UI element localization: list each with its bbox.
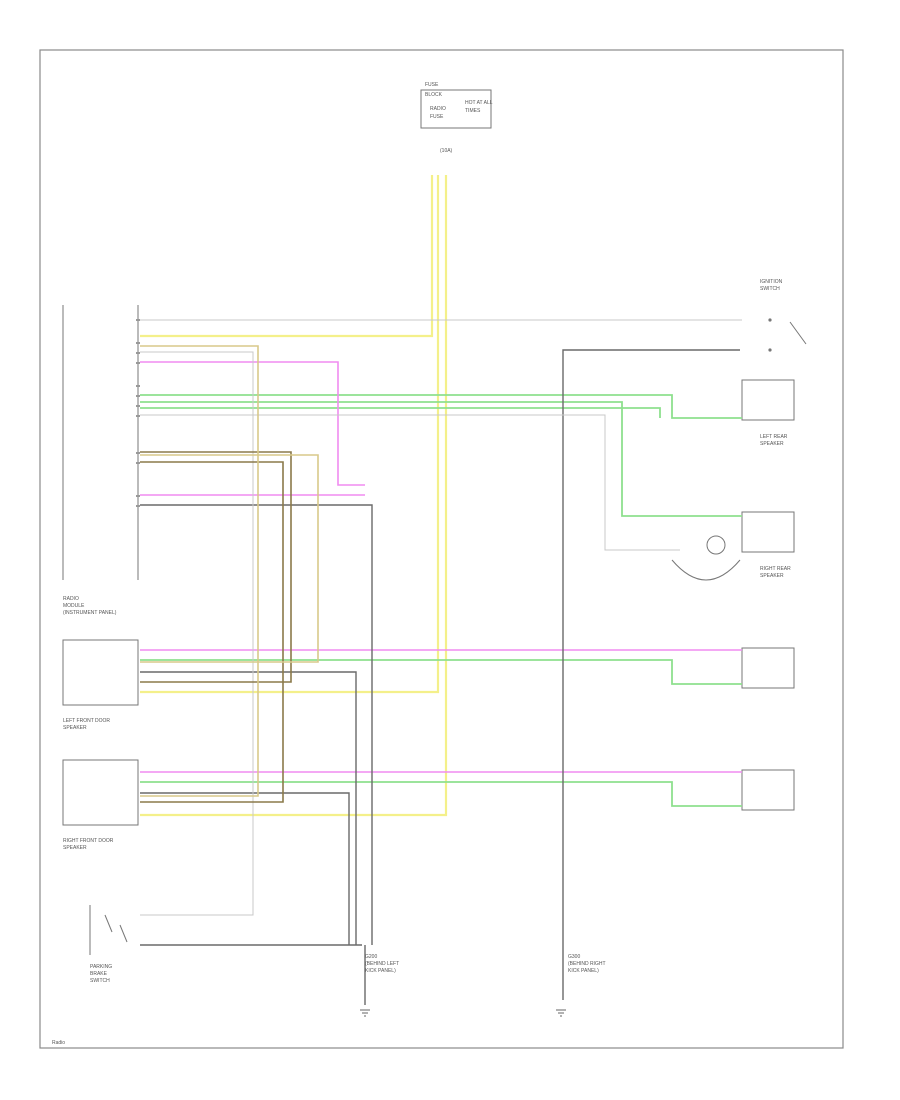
pin	[136, 452, 140, 454]
speaker-magnet-icon	[741, 647, 795, 689]
wire-gray	[140, 414, 680, 551]
wire-green	[140, 407, 661, 418]
left-rear-speaker-label-2: SPEAKER	[760, 441, 784, 447]
fuse-block-label: FUSE	[425, 82, 439, 88]
left-rear-speaker-label: LEFT REAR	[760, 434, 788, 440]
wire-tan	[140, 345, 259, 797]
right-front-speaker-label-2: SPEAKER	[63, 845, 87, 851]
radio-module: RADIO MODULE (INSTRUMENT PANEL)	[62, 305, 140, 616]
ground-left-label-2: (BEHIND LEFT	[365, 961, 399, 967]
wires-black	[140, 349, 740, 1005]
wires-gray	[140, 319, 742, 916]
fuse-block: FUSE BLOCK RADIO FUSE HOT AT ALL TIMES (…	[420, 82, 493, 154]
wire-black	[140, 792, 350, 945]
ground-right-label: G300	[568, 954, 580, 960]
pin	[136, 342, 140, 344]
wire-pink	[140, 361, 365, 486]
wires-yellow	[140, 175, 448, 817]
left-front-door-speaker: LEFT FRONT DOOR SPEAKER	[62, 639, 139, 731]
pin	[136, 362, 140, 364]
right-switch-blade	[789, 321, 807, 345]
left-switch: PARKING BRAKE SWITCH	[89, 905, 128, 984]
wire-yellow	[140, 175, 440, 694]
wires-brown	[140, 451, 292, 803]
ground-left-label: G200	[365, 954, 377, 960]
wire-brown	[140, 461, 284, 803]
fuse-rating-label: (10A)	[440, 148, 453, 154]
pin	[136, 405, 140, 407]
radio-fuse-label-2: FUSE	[430, 114, 444, 120]
speaker-cone-icon	[706, 535, 726, 555]
left-switch-contact-2	[119, 924, 128, 943]
pin	[136, 352, 140, 354]
wire-green	[140, 781, 742, 807]
right-front-speaker-label: RIGHT FRONT DOOR	[63, 838, 114, 844]
wires-tan	[140, 345, 319, 797]
wires-pink	[140, 361, 742, 773]
radio-module-label-2: MODULE	[63, 603, 85, 609]
ground-symbol-icon	[556, 1009, 566, 1017]
radio-module-label: RADIO	[63, 596, 79, 602]
left-switch-label: PARKING	[90, 964, 112, 970]
ground-right-label-3: KICK PANEL)	[568, 968, 599, 974]
pin	[136, 462, 140, 464]
wire-black	[140, 504, 373, 945]
pin	[136, 385, 140, 387]
left-switch-label-2: BRAKE	[90, 971, 108, 977]
left-switch-contact	[104, 914, 113, 933]
fuse-block-box	[420, 89, 492, 129]
fuse-block-label-2: BLOCK	[425, 92, 443, 98]
ground-right-label-2: (BEHIND RIGHT	[568, 961, 606, 967]
wire-black	[562, 349, 740, 1000]
pin	[136, 495, 140, 497]
speaker-bracket	[671, 559, 741, 581]
right-switch-label: IGNITION	[760, 279, 783, 285]
right-speakers: LEFT REAR SPEAKER RIGHT REAR SPEAKER	[741, 379, 795, 811]
right-rear-speaker-label: RIGHT REAR	[760, 566, 791, 572]
switch-contact-icon	[768, 348, 772, 352]
right-front-speaker-box	[62, 759, 139, 826]
pin	[136, 395, 140, 397]
switch-contact-icon	[768, 318, 772, 322]
right-front-door-speaker: RIGHT FRONT DOOR SPEAKER	[62, 759, 139, 851]
wire-gray	[140, 351, 254, 916]
ground-left: G200 (BEHIND LEFT KICK PANEL)	[360, 954, 399, 1017]
speaker-magnet-icon	[741, 379, 795, 421]
left-front-speaker-label-2: SPEAKER	[63, 725, 87, 731]
hot-label: HOT AT ALL	[465, 100, 493, 106]
pin	[136, 505, 140, 507]
right-switch: IGNITION SWITCH	[760, 279, 807, 352]
radio-fuse-label: RADIO	[430, 106, 446, 112]
wires-green	[140, 394, 742, 807]
wire-tan	[140, 454, 319, 663]
diagram-frame	[39, 49, 844, 1049]
pin	[136, 415, 140, 417]
right-switch-label-2: SWITCH	[760, 286, 780, 292]
radio-module-label-3: (INSTRUMENT PANEL)	[63, 610, 117, 616]
wire-black	[140, 671, 357, 945]
ground-right: G300 (BEHIND RIGHT KICK PANEL)	[556, 954, 606, 1017]
wire-brown	[140, 451, 292, 683]
left-front-speaker-box	[62, 639, 139, 706]
footer-label: Radio	[52, 1040, 65, 1046]
wire-green	[140, 659, 742, 685]
radio-module-pins	[136, 319, 140, 507]
wire-green	[140, 401, 742, 517]
wire-yellow	[140, 175, 434, 338]
left-front-speaker-label: LEFT FRONT DOOR	[63, 718, 110, 724]
hot-label-2: TIMES	[465, 108, 481, 114]
left-switch-label-3: SWITCH	[90, 978, 110, 984]
speaker-magnet-icon	[741, 511, 795, 553]
right-rear-speaker-label-2: SPEAKER	[760, 573, 784, 579]
wire-green	[140, 394, 742, 419]
ground-left-label-3: KICK PANEL)	[365, 968, 396, 974]
pin	[136, 319, 140, 321]
wire-yellow	[140, 175, 448, 817]
speaker-magnet-icon	[741, 769, 795, 811]
rear-speaker-detail	[671, 535, 741, 581]
ground-symbol-icon	[360, 1009, 370, 1017]
